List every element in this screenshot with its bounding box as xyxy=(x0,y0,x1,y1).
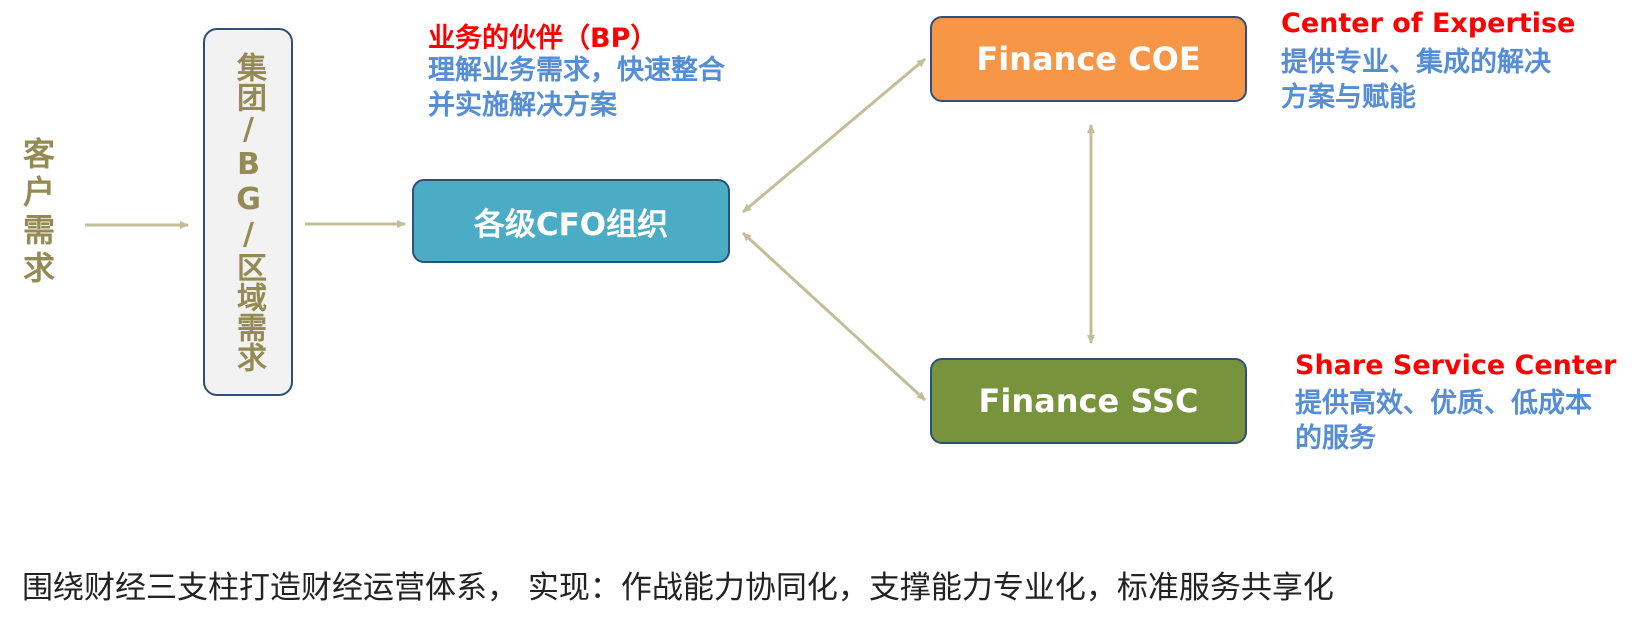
coe-title: Center of Expertise xyxy=(1281,8,1576,39)
ssc-node-label: Finance SSC xyxy=(978,382,1199,420)
cfo-node-label: 各级CFO组织 xyxy=(473,206,669,243)
bp-title: 业务的伙伴（BP） xyxy=(428,23,658,54)
ssc-desc-line-1: 提供高效、优质、低成本 xyxy=(1295,388,1592,419)
coe-desc-line-2: 方案与赋能 xyxy=(1281,82,1416,113)
arrow-cfo-coe xyxy=(742,57,926,214)
finance-coe-node: Finance COE xyxy=(930,16,1247,102)
ssc-title: Share Service Center xyxy=(1295,350,1617,381)
coe-desc-line-1: 提供专业、集成的解决 xyxy=(1281,47,1551,78)
finance-ssc-node: Finance SSC xyxy=(930,358,1247,444)
ssc-desc-line-2: 的服务 xyxy=(1295,423,1376,454)
ssc-description: 提供高效、优质、低成本 的服务 xyxy=(1295,386,1592,456)
bp-desc-line-2: 并实施解决方案 xyxy=(428,90,617,121)
arrow-cfo-ssc xyxy=(741,231,927,402)
group-demand-box: 集团/BG/区域需求 xyxy=(203,28,293,396)
coe-node-label: Finance COE xyxy=(976,40,1201,78)
customer-demand-label: 客户需求 xyxy=(18,137,56,289)
cfo-organization-node: 各级CFO组织 xyxy=(412,179,730,263)
bp-desc-line-1: 理解业务需求，快速整合 xyxy=(428,55,725,86)
group-demand-label: 集团/BG/区域需求 xyxy=(231,52,266,372)
coe-description: 提供专业、集成的解决 方案与赋能 xyxy=(1281,45,1551,115)
bp-description: 理解业务需求，快速整合 并实施解决方案 xyxy=(428,53,725,123)
footer-summary: 围绕财经三支柱打造财经运营体系， 实现：作战能力协同化，支撑能力专业化，标准服务… xyxy=(22,570,1334,606)
